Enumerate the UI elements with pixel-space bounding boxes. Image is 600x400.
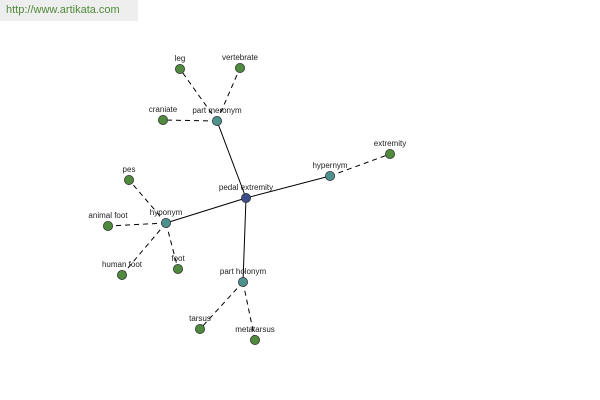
node-extremity[interactable] — [384, 148, 395, 159]
edge-hyponym-to-animal-foot — [107, 222, 167, 227]
edge-hyponym-to-human-foot — [121, 222, 167, 276]
site-url-banner[interactable]: http://www.artikata.com — [0, 0, 138, 21]
edge-part-meronym-to-vertebrate — [216, 67, 241, 122]
edge-root-to-hyponym — [165, 197, 247, 224]
node-label-part-holonym[interactable]: part holonym — [220, 267, 267, 276]
node-animal-foot[interactable] — [103, 220, 114, 231]
edge-hyponym-to-pes — [128, 179, 167, 224]
node-label-human-foot[interactable]: human foot — [102, 260, 143, 269]
node-foot[interactable] — [172, 263, 183, 274]
node-hypernym[interactable] — [324, 170, 335, 181]
node-label-extremity[interactable]: extremity — [374, 139, 406, 148]
node-tarsus[interactable] — [194, 323, 205, 334]
edge-hypernym-to-extremity — [329, 153, 391, 177]
node-label-foot[interactable]: foot — [171, 254, 185, 263]
node-hyponym[interactable] — [160, 217, 171, 228]
node-label-hyponym[interactable]: hyponym — [150, 208, 183, 217]
node-label-root[interactable]: pedal extremity — [219, 183, 273, 192]
edge-part-meronym-to-leg — [179, 68, 218, 122]
node-root[interactable] — [240, 192, 251, 203]
edge-root-to-part-meronym — [216, 120, 247, 199]
node-label-pes[interactable]: pes — [123, 165, 136, 174]
node-label-vertebrate[interactable]: vertebrate — [222, 53, 259, 62]
nodes-layer — [103, 63, 395, 345]
node-human-foot[interactable] — [117, 269, 128, 280]
edge-root-to-hypernym — [245, 175, 331, 199]
node-vertebrate[interactable] — [234, 63, 245, 74]
edges-layer — [107, 67, 391, 341]
edge-part-holonym-to-tarsus — [199, 281, 244, 330]
node-label-craniate[interactable]: craniate — [149, 105, 178, 114]
node-metatarsus[interactable] — [249, 334, 260, 345]
node-label-animal-foot[interactable]: animal foot — [88, 211, 128, 220]
node-craniate[interactable] — [157, 115, 168, 126]
node-label-metatarsus[interactable]: metatarsus — [235, 325, 275, 334]
edge-root-to-part-holonym — [242, 197, 247, 283]
node-label-part-meronym[interactable]: part meronym — [192, 106, 242, 115]
node-part-holonym[interactable] — [237, 276, 248, 287]
node-part-meronym[interactable] — [211, 116, 222, 127]
node-label-leg[interactable]: leg — [175, 54, 186, 63]
edge-part-holonym-to-metatarsus — [242, 281, 256, 341]
node-label-hypernym[interactable]: hypernym — [312, 161, 347, 170]
labels-layer: pedal extremity part meronym hypernym hypon… — [88, 53, 406, 334]
edge-part-meronym-to-craniate — [162, 119, 218, 122]
node-leg[interactable] — [174, 64, 185, 75]
edge-hyponym-to-foot — [165, 222, 179, 270]
node-pes[interactable] — [124, 174, 135, 185]
node-label-tarsus[interactable]: tarsus — [189, 314, 211, 323]
